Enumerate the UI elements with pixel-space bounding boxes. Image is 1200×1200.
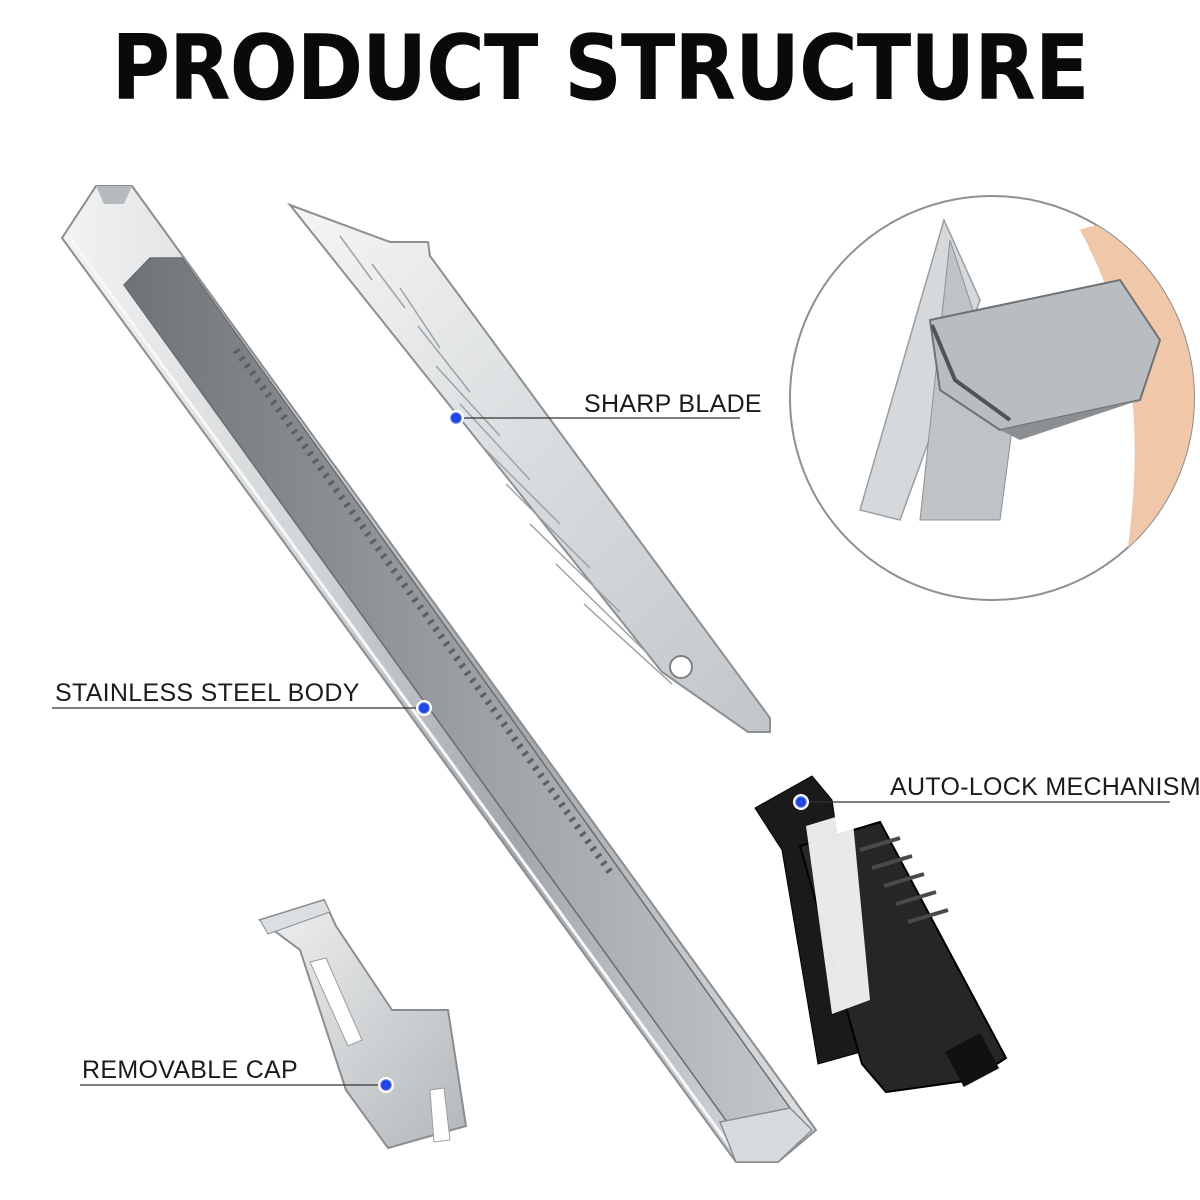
label-steel-body: STAINLESS STEEL BODY [55, 679, 360, 707]
label-auto-lock: AUTO-LOCK MECHANISM [890, 773, 1200, 801]
dot-steel-body [416, 700, 432, 716]
knife-body [60, 185, 818, 1163]
dot-sharp-blade [448, 410, 464, 426]
dot-auto-lock [793, 794, 809, 810]
detail-zoom-circle [789, 195, 1195, 601]
label-removable-cap: REMOVABLE CAP [82, 1056, 298, 1084]
leader-lines [52, 417, 1170, 1086]
label-sharp-blade: SHARP BLADE [584, 390, 762, 418]
blade [286, 202, 771, 733]
removable-cap [257, 898, 468, 1150]
slider-mechanism [754, 775, 1008, 1094]
page-title: PRODUCT STRUCTURE [111, 16, 1090, 121]
dot-removable-cap [378, 1077, 394, 1093]
callout-dots [378, 410, 809, 1093]
